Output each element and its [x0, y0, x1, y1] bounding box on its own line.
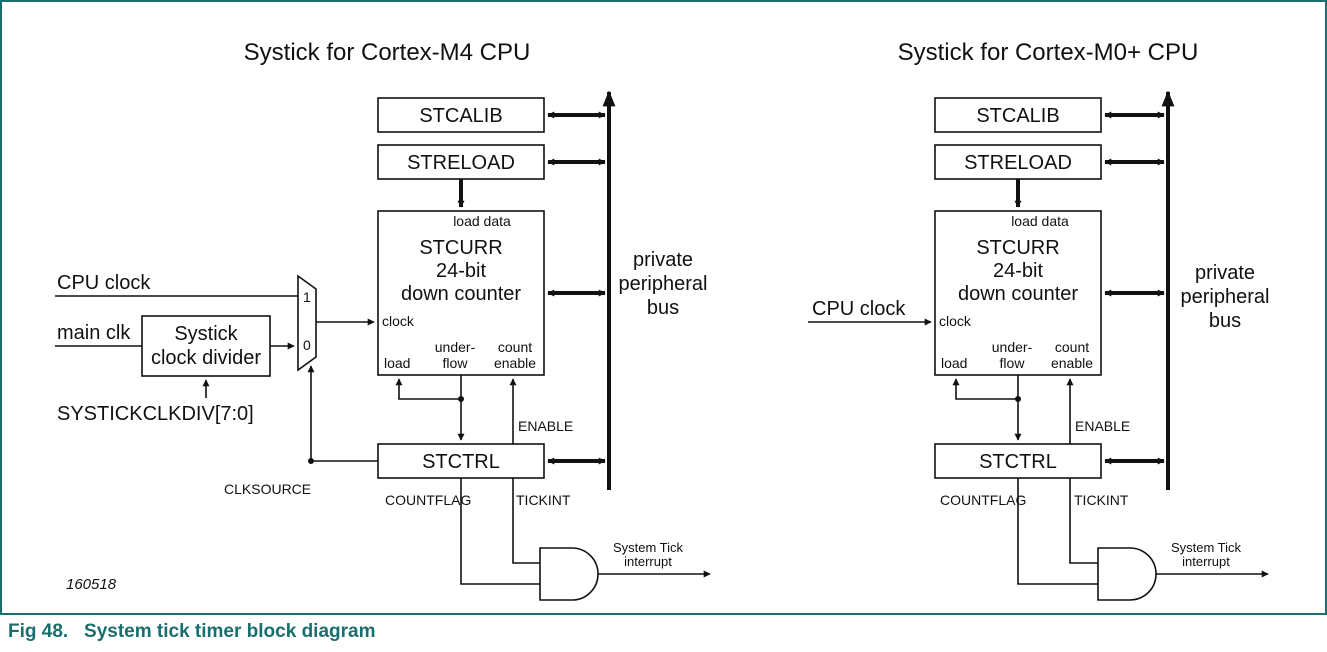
bus-label-m0plus-3: bus	[1209, 310, 1241, 332]
stctrl-label-m0plus: STCTRL	[979, 451, 1057, 473]
tickint-wire-m0plus	[1069, 478, 1098, 564]
stctrl-label-m4: STCTRL	[422, 451, 500, 473]
diagram-title-m0plus: Systick for Cortex-M0+ CPU	[898, 39, 1199, 66]
count-enable-port-label-m0plus-1: count	[1055, 339, 1089, 355]
stcurr-line3-m4: down counter	[401, 283, 521, 305]
underflow-port-label-m0plus-1: under-	[992, 339, 1033, 355]
clock-port-label-m0plus: clock	[939, 313, 972, 329]
clksource-label-m4: CLKSOURCE	[224, 481, 311, 497]
bus-label-m4-1: private	[633, 249, 693, 271]
count-enable-port-label-m4-2: enable	[494, 355, 536, 371]
diagram-cortex-m0plus: Systick for Cortex-M0+ CPU private perip…	[808, 39, 1270, 601]
bus-label-m0plus-2: peripheral	[1181, 286, 1270, 308]
sysclkdiv-label-m4: SYSTICKCLKDIV[7:0]	[57, 403, 254, 425]
load-data-label-m0plus: load data	[1011, 213, 1069, 229]
load-wire-m0plus	[952, 378, 1018, 400]
cpu-clock-label-m4: CPU clock	[57, 272, 151, 294]
load-wire-m4	[395, 378, 461, 400]
countflag-wire-m4	[460, 478, 540, 585]
diagram-cortex-m4: Systick for Cortex-M4 CPU private periph…	[55, 39, 711, 601]
load-port-label-m4: load	[384, 355, 410, 371]
mux-input-0-label-m4: 0	[303, 337, 311, 353]
countflag-label-m0plus: COUNTFLAG	[940, 492, 1026, 508]
streload-register-m4	[377, 144, 545, 180]
figure-id: 160518	[66, 576, 117, 593]
bus-label-m4-2: peripheral	[619, 273, 708, 295]
figure-caption: Fig 48. System tick timer block diagram	[8, 621, 375, 643]
bus-label-m4-3: bus	[647, 297, 679, 319]
interrupt-label-m0plus-2: interrupt	[1182, 554, 1230, 569]
stcalib-register-m4	[377, 97, 545, 133]
stcurr-name-m4: STCURR	[419, 237, 502, 259]
count-enable-port-label-m0plus-2: enable	[1051, 355, 1093, 371]
load-port-label-m0plus: load	[941, 355, 967, 371]
underflow-port-label-m4-1: under-	[435, 339, 476, 355]
stcalib-label-m0plus: STCALIB	[976, 105, 1059, 127]
stcurr-line3-m0plus: down counter	[958, 283, 1078, 305]
tickint-label-m4: TICKINT	[516, 492, 571, 508]
interrupt-label-m4-1: System Tick	[613, 540, 684, 555]
count-enable-port-label-m4-1: count	[498, 339, 532, 355]
streload-label-m0plus: STRELOAD	[964, 152, 1072, 174]
diagram-title-m4: Systick for Cortex-M4 CPU	[244, 39, 531, 66]
and-gate-m0plus	[1097, 547, 1157, 601]
junction-dot-m4-2	[308, 458, 314, 464]
stcurr-counter-m4	[377, 210, 545, 376]
enable-label-m4: ENABLE	[518, 418, 573, 434]
and-gate-m4	[539, 547, 599, 601]
figure-caption-title: System tick timer block diagram	[84, 621, 376, 642]
stctrl-register-m0plus	[934, 443, 1102, 479]
clock-port-label-m4: clock	[382, 313, 415, 329]
mux-input-1-label-m4: 1	[303, 289, 311, 305]
interrupt-label-m4-2: interrupt	[624, 554, 672, 569]
stcalib-register-m0plus	[934, 97, 1102, 133]
tickint-label-m0plus: TICKINT	[1074, 492, 1129, 508]
divider-label-m4-2: clock divider	[151, 347, 261, 369]
stcalib-label-m4: STCALIB	[419, 105, 502, 127]
streload-label-m4: STRELOAD	[407, 152, 515, 174]
divider-label-m4-1: Systick	[174, 323, 238, 345]
cpu-clock-label-m0plus: CPU clock	[812, 298, 906, 320]
main-clk-label-m4: main clk	[57, 322, 131, 344]
stcurr-line2-m4: 24-bit	[436, 260, 486, 282]
load-data-label-m4: load data	[453, 213, 511, 229]
stcurr-counter-m0plus	[934, 210, 1102, 376]
figure-caption-number: Fig 48.	[8, 621, 69, 642]
interrupt-label-m0plus-1: System Tick	[1171, 540, 1242, 555]
clock-mux-m4	[297, 274, 317, 372]
countflag-wire-m0plus	[1017, 478, 1098, 585]
countflag-label-m4: COUNTFLAG	[385, 492, 471, 508]
stcurr-name-m0plus: STCURR	[976, 237, 1059, 259]
underflow-port-label-m4-2: flow	[443, 355, 469, 371]
stcurr-line2-m0plus: 24-bit	[993, 260, 1043, 282]
bus-label-m0plus-1: private	[1195, 262, 1255, 284]
enable-label-m0plus: ENABLE	[1075, 418, 1130, 434]
tickint-wire-m4	[512, 478, 540, 564]
underflow-port-label-m0plus-2: flow	[1000, 355, 1026, 371]
